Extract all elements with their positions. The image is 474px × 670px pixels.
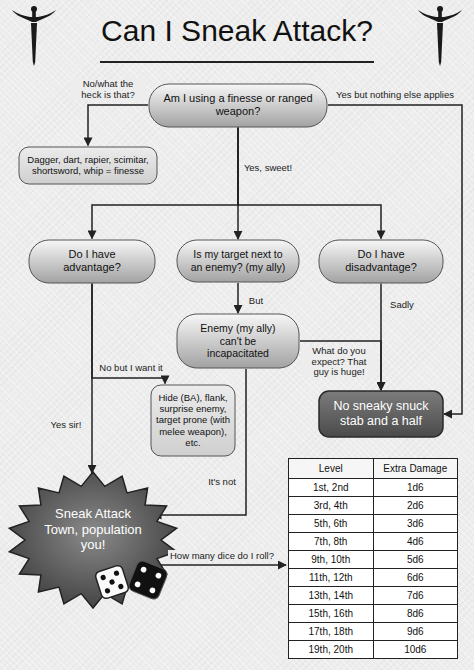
table-row: 9th, 10th5d6 (289, 551, 458, 569)
decision-pill: Do I have disadvantage? (318, 239, 444, 284)
dagger-icon (418, 6, 462, 66)
table-row: 15th, 16th8d6 (289, 605, 458, 623)
diagram-title: Can I Sneak Attack? (0, 14, 474, 48)
table-cell: 11th, 12th (289, 569, 374, 587)
damage-table: LevelExtra Damage1st, 2nd1d63rd, 4th2d65… (288, 458, 458, 659)
table-cell: 5d6 (373, 551, 458, 569)
table-header-cell: Extra Damage (373, 459, 458, 479)
connector (238, 128, 381, 239)
connector (88, 105, 148, 146)
starburst-outline (9, 472, 176, 608)
table-cell: 4d6 (373, 533, 458, 551)
table-cell: 2d6 (373, 497, 458, 515)
table-cell: 10d6 (373, 641, 458, 659)
table-cell: 1st, 2nd (289, 479, 374, 497)
connector (91, 284, 93, 474)
table-cell: 1d6 (373, 479, 458, 497)
node-outline-rect (29, 240, 155, 283)
table-cell: 17th, 18th (289, 623, 374, 641)
table-cell: 15th, 16th (289, 605, 374, 623)
node-text: Dagger, dart, rapier, scimitar, shortswo… (26, 154, 150, 177)
table-row: 13th, 14th7d6 (289, 587, 458, 605)
node-outline-rect (19, 147, 157, 184)
edge-label: Sadly (388, 300, 416, 311)
arrow-label: How many dice do I roll? (168, 550, 276, 561)
decision-pill: Do I have advantage? (28, 239, 156, 284)
connector (92, 284, 165, 384)
damage-table-grid: LevelExtra Damage1st, 2nd1d63rd, 4th2d65… (288, 458, 458, 659)
edge-label: But (247, 296, 265, 307)
table-cell: 3rd, 4th (289, 497, 374, 515)
connector (237, 283, 239, 313)
table-cell: 3d6 (373, 515, 458, 533)
table-cell: 6d6 (373, 569, 458, 587)
title-underline (100, 61, 374, 63)
edge-label: Yes sir! (49, 420, 84, 431)
terminal-box: No sneaky snuck stab and a half (318, 390, 444, 438)
edge-label: What do you expect? That guy is huge! (301, 346, 377, 379)
node-text: No sneaky snuck stab and a half (328, 399, 434, 429)
table-header-cell: Level (289, 459, 374, 479)
edge-label: It's not (206, 477, 238, 488)
decision-pill: Enemy (my ally) can't be incapacitated (176, 313, 300, 369)
table-cell: 5th, 6th (289, 515, 374, 533)
node-text: Hide (BA), flank, surprise enemy, target… (155, 392, 231, 449)
node-text: Do I have disadvantage? (330, 248, 432, 274)
table-cell: 19th, 20th (289, 641, 374, 659)
decision-pill: Is my target next to an enemy? (my ally) (176, 239, 300, 283)
edge-label: Yes, sweet! (242, 163, 294, 174)
node-text: Am I using a finesse or ranged weapon? (162, 92, 314, 118)
node-outline-rect (177, 314, 299, 368)
table-row: 19th, 20th10d6 (289, 641, 458, 659)
table-row: 11th, 12th6d6 (289, 569, 458, 587)
table-row: 7th, 8th4d6 (289, 533, 458, 551)
decision-pill: Am I using a finesse or ranged weapon? (148, 83, 328, 128)
note-box: Dagger, dart, rapier, scimitar, shortswo… (18, 146, 158, 185)
table-cell: 8d6 (373, 605, 458, 623)
node-outline-rect (151, 385, 235, 456)
node-outline-rect (319, 240, 443, 283)
table-cell: 9d6 (373, 623, 458, 641)
table-cell: 13th, 14th (289, 587, 374, 605)
node-text: Enemy (my ally) can't be incapacitated (188, 322, 288, 360)
node-outline-rect (177, 240, 299, 282)
note-box: Hide (BA), flank, surprise enemy, target… (150, 384, 236, 457)
table-cell: 7d6 (373, 587, 458, 605)
table-row: 1st, 2nd1d6 (289, 479, 458, 497)
table-row: 5th, 6th3d6 (289, 515, 458, 533)
table-row: 17th, 18th9d6 (289, 623, 458, 641)
node-text: Is my target next to an enemy? (my ally) (188, 248, 288, 273)
table-cell: 7th, 8th (289, 533, 374, 551)
table-row: 3rd, 4th2d6 (289, 497, 458, 515)
node-outline-rect (149, 84, 327, 127)
node-outline-rect (319, 391, 443, 437)
dagger-icon (12, 6, 56, 66)
edge-label: No/what the heck is that? (70, 79, 146, 101)
connector (300, 341, 381, 390)
table-cell: 9th, 10th (289, 551, 374, 569)
connector (380, 284, 382, 391)
table-row: LevelExtra Damage (289, 459, 458, 479)
node-text: Do I have advantage? (40, 248, 144, 274)
edge-label: Yes but nothing else applies (334, 90, 456, 101)
node-text: Sneak Attack Town, population you! (41, 506, 145, 553)
dice-illustration (88, 548, 178, 612)
dice-arrow (160, 564, 286, 566)
edge-label: No but I want it (97, 363, 164, 374)
